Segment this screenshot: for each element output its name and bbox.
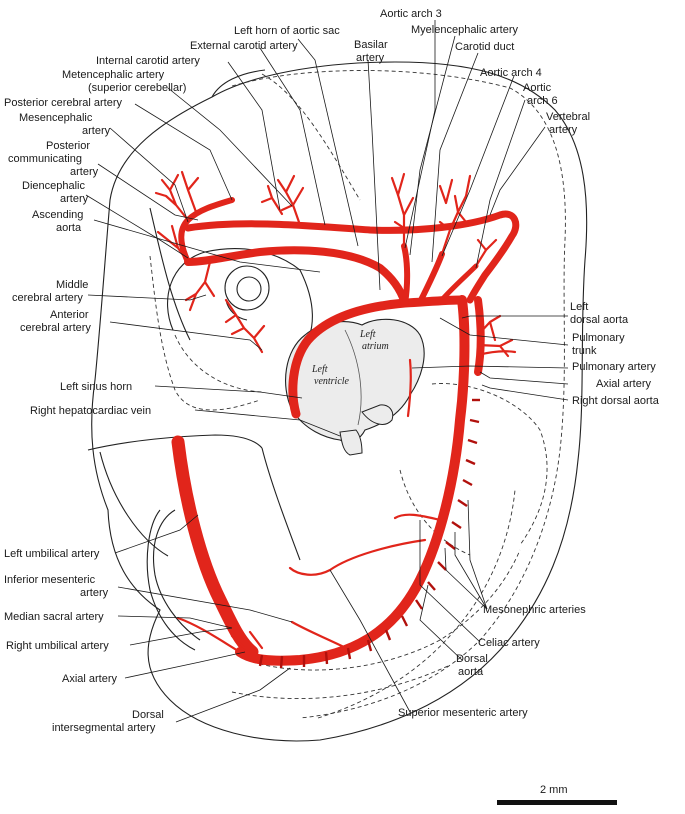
middle-cerebral-branches bbox=[156, 224, 216, 312]
basilar-artery bbox=[184, 210, 520, 304]
right-dorsal-aorta bbox=[474, 296, 485, 376]
celiac-artery bbox=[393, 513, 442, 522]
label-axial-artery-upper: Axial artery bbox=[596, 378, 652, 390]
ascending-aorta bbox=[288, 295, 467, 419]
label-carotid-duct: Carotid duct bbox=[455, 41, 514, 53]
label-celiac-artery: Celiac artery bbox=[478, 637, 540, 649]
label-median-sacral-artery: Median sacral artery bbox=[4, 611, 104, 623]
umbilical-sprouts bbox=[230, 630, 264, 650]
superior-mesenteric-artery bbox=[288, 538, 427, 576]
label-myelencephalic-artery: Myelencephalic artery bbox=[411, 24, 518, 36]
embryo-outline bbox=[87, 61, 588, 742]
label-aortic-arch-4: Aortic arch 4 bbox=[480, 67, 542, 79]
aortic-arch-4 bbox=[417, 251, 445, 305]
label-metencephalic-artery: Metencephalic artery(superior cerebellar… bbox=[62, 69, 186, 94]
label-left-horn-aortic-sac: Left horn of aortic sac bbox=[234, 25, 340, 37]
aortic-arch-6 bbox=[437, 263, 479, 305]
arterial-system bbox=[154, 170, 520, 669]
scale-bar-label: 2 mm bbox=[540, 784, 568, 796]
labels: Left horn of aortic sac Aortic arch 3 My… bbox=[4, 8, 660, 734]
label-pulmonary-artery: Pulmonary artery bbox=[572, 361, 656, 373]
scale-bar: 2 mm bbox=[497, 784, 617, 805]
pulmonary-artery bbox=[406, 358, 412, 418]
pulmonary-branches bbox=[476, 314, 514, 358]
label-external-carotid-artery: External carotid artery bbox=[190, 40, 298, 52]
label-right-dorsal-aorta: Right dorsal aorta bbox=[572, 395, 660, 407]
axial-artery-upper bbox=[476, 350, 517, 357]
myelencephalic-branches bbox=[390, 172, 498, 268]
label-posterior-cerebral-artery: Posterior cerebral artery bbox=[4, 97, 122, 109]
label-superior-mesenteric-artery: Superior mesenteric artery bbox=[398, 707, 528, 719]
label-left-umbilical-artery: Left umbilical artery bbox=[4, 548, 100, 560]
median-sacral-artery bbox=[176, 616, 242, 654]
label-aortic-arch-3: Aortic arch 3 bbox=[380, 8, 442, 20]
label-internal-carotid-artery: Internal carotid artery bbox=[96, 55, 200, 67]
internal-carotid-artery bbox=[184, 246, 409, 307]
label-right-hepatocardiac-vein: Right hepatocardiac vein bbox=[30, 405, 151, 417]
left-umbilical-artery bbox=[171, 435, 259, 659]
label-axial-artery-lower: Axial artery bbox=[62, 673, 118, 685]
label-left-sinus-horn: Left sinus horn bbox=[60, 381, 132, 393]
label-mesonephric-arteries: Mesonephric arteries bbox=[483, 604, 586, 616]
inferior-mesenteric-artery bbox=[290, 620, 352, 652]
metencephalic-branches bbox=[260, 174, 305, 227]
aortic-arch-3 bbox=[401, 243, 411, 306]
leader-lines bbox=[85, 20, 569, 723]
dorsal-intersegmental-arteries bbox=[258, 398, 480, 669]
dorsal-aorta bbox=[235, 295, 470, 666]
scale-bar-line bbox=[497, 800, 617, 805]
label-right-umbilical-artery: Right umbilical artery bbox=[6, 640, 109, 652]
diencephalic-branches bbox=[154, 170, 200, 222]
anterior-cerebral-branches bbox=[224, 298, 266, 354]
